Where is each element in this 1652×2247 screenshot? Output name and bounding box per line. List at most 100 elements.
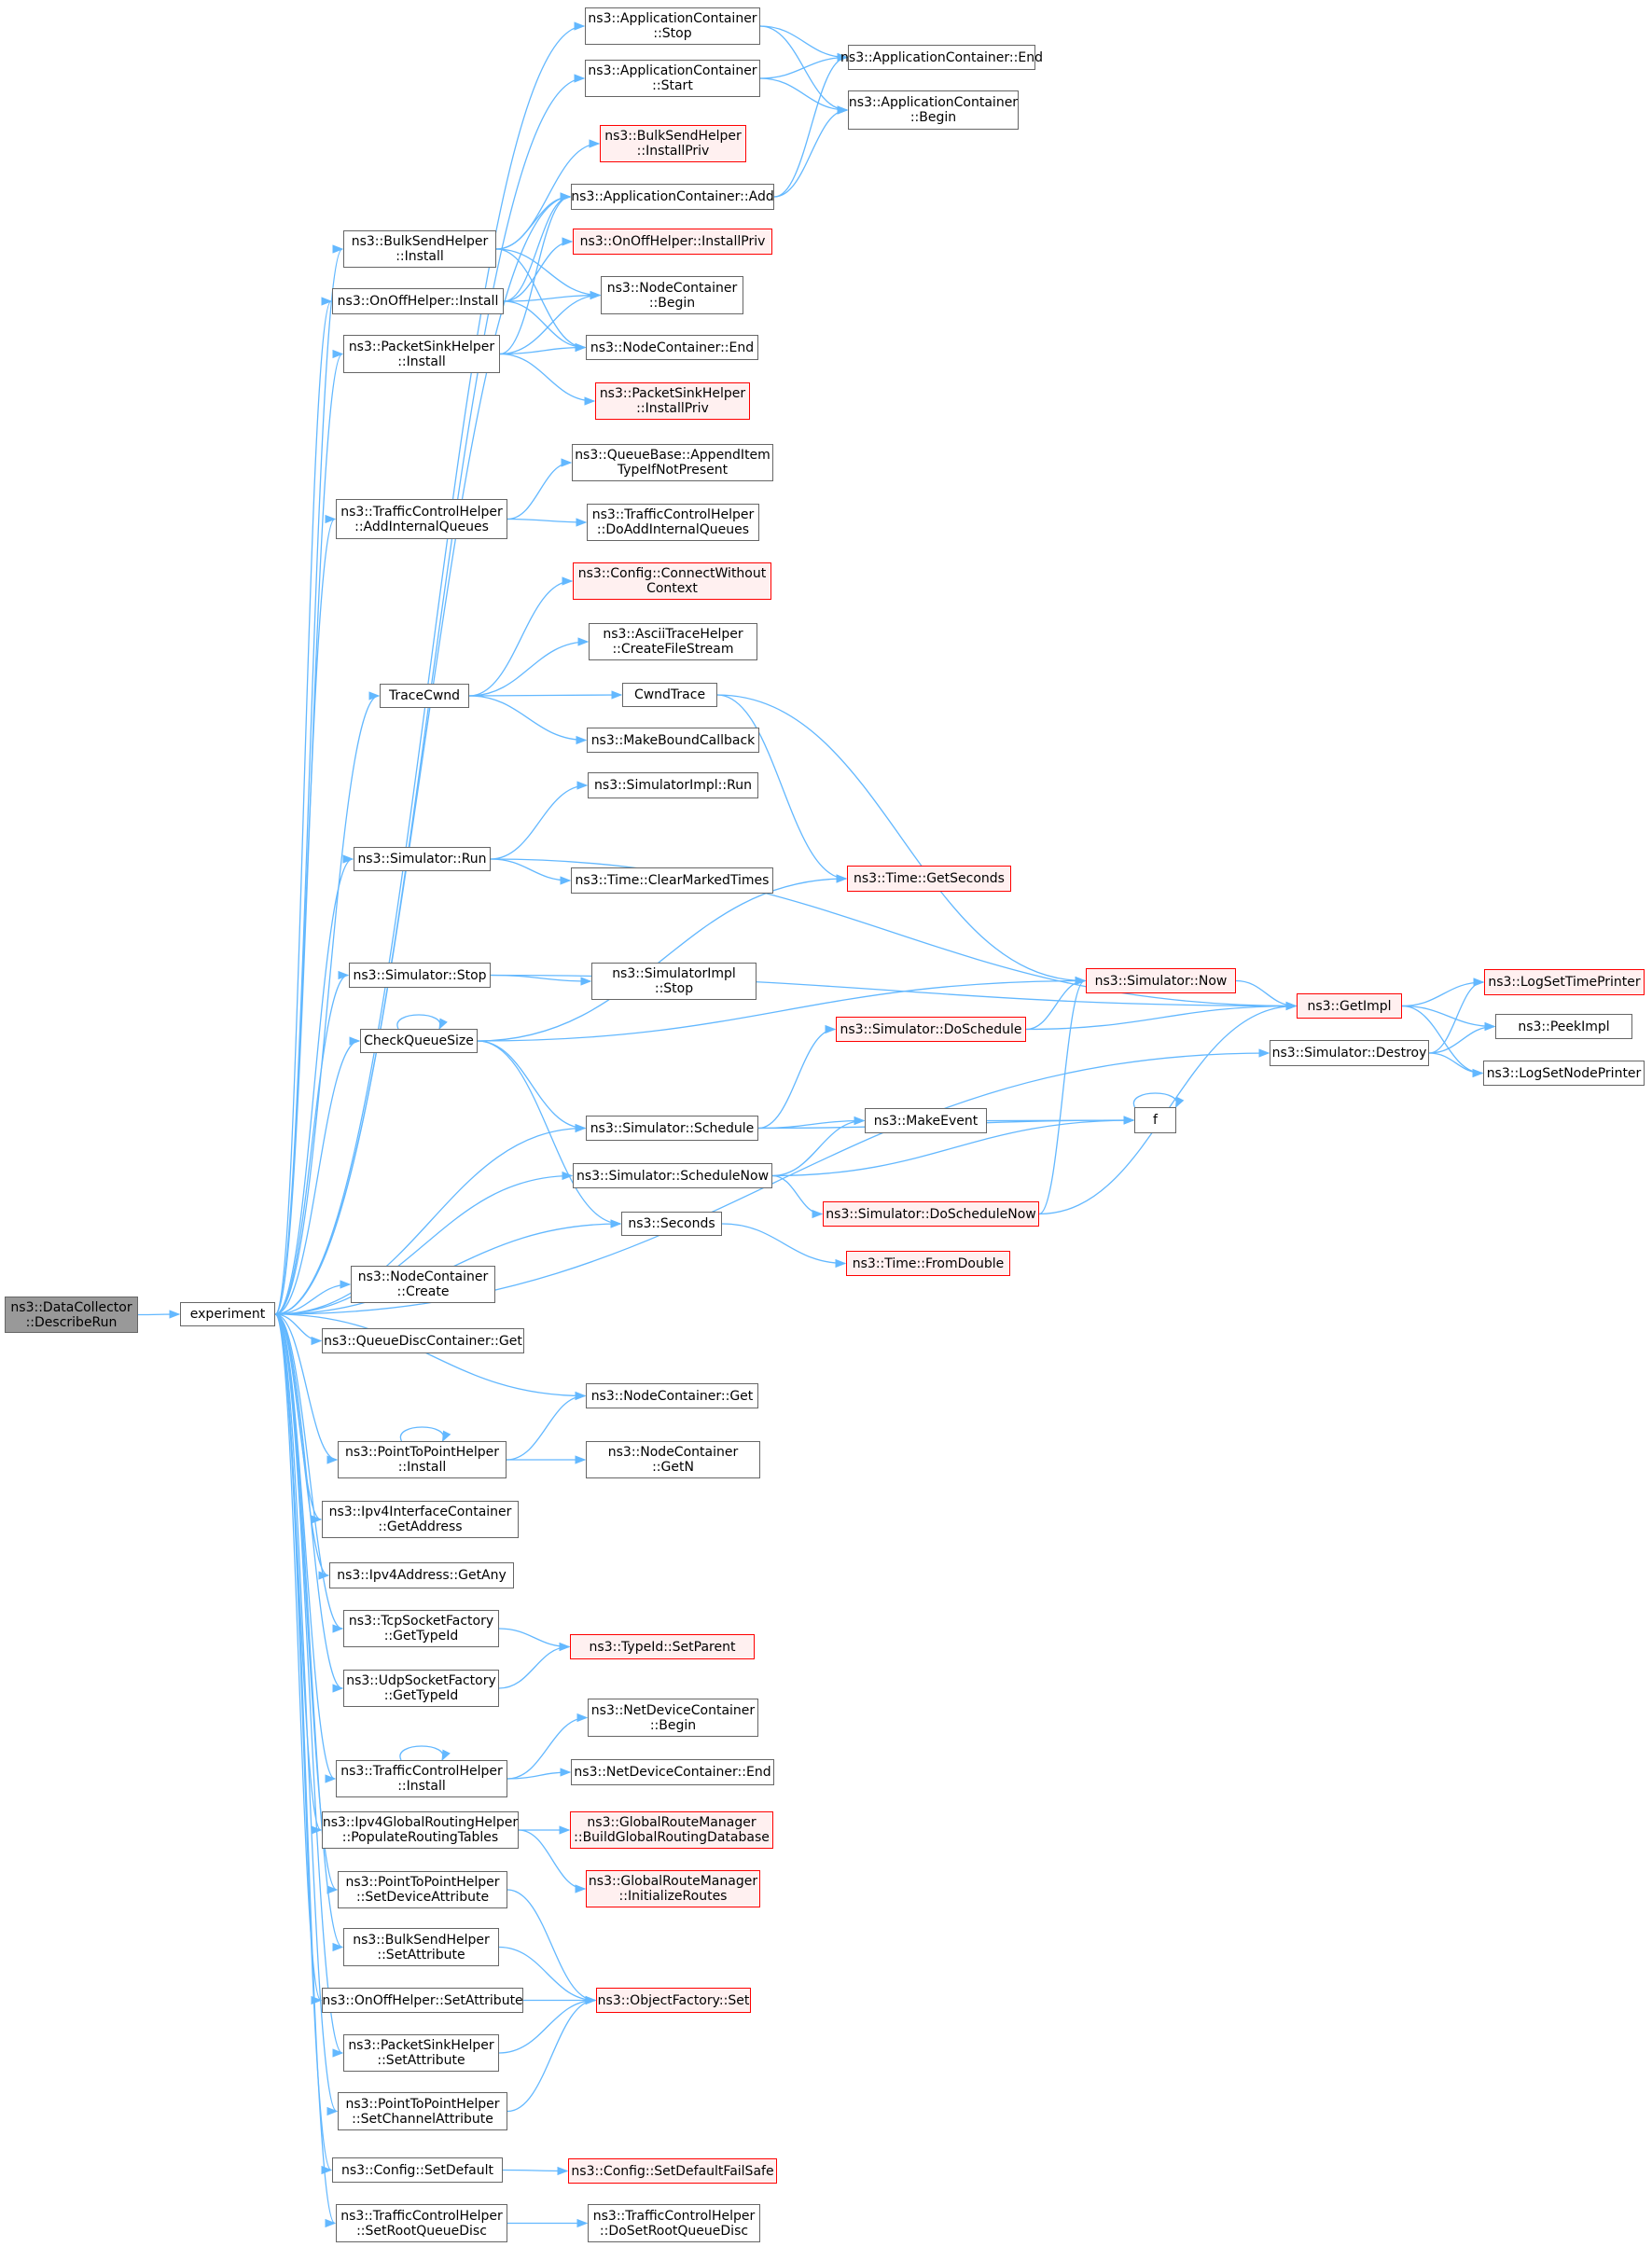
node-tch-setroot[interactable]: ns3::TrafficControlHelper::SetRootQueueD…	[336, 2204, 507, 2242]
node-label-line: ns3::ApplicationContainer::End	[840, 49, 1043, 65]
node-peekimpl[interactable]: ns3::PeekImpl	[1495, 1014, 1632, 1039]
edge-tch-install-to-tch-install	[399, 1745, 451, 1762]
node-ndc-end[interactable]: ns3::NetDeviceContainer::End	[571, 1759, 774, 1785]
node-seconds[interactable]: ns3::Seconds	[621, 1212, 722, 1236]
node-tracecwnd[interactable]: TraceCwnd	[380, 684, 469, 708]
node-tch-install[interactable]: ns3::TrafficControlHelper::Install	[336, 1760, 507, 1797]
node-label-line: ns3::Time::FromDouble	[852, 1255, 1005, 1271]
node-appc-end[interactable]: ns3::ApplicationContainer::End	[840, 45, 1043, 70]
node-logsetnode[interactable]: ns3::LogSetNodePrinter	[1483, 1061, 1645, 1086]
node-makeevent[interactable]: ns3::MakeEvent	[865, 1108, 987, 1133]
node-logsettime[interactable]: ns3::LogSetTimePrinter	[1484, 969, 1645, 995]
node-bulk-install[interactable]: ns3::BulkSendHelper::Install	[343, 230, 496, 268]
edge-tcpsf-gettypeid-to-typeid-setparent	[498, 1628, 571, 1652]
node-nodec-getn[interactable]: ns3::NodeContainer::GetN	[586, 1441, 760, 1478]
node-label-line: ns3::OnOffHelper::SetAttribute	[322, 1992, 523, 2008]
node-time-clearmarked[interactable]: ns3::Time::ClearMarkedTimes	[571, 867, 773, 894]
node-qdc-get[interactable]: ns3::QueueDiscContainer::Get	[322, 1328, 524, 1353]
node-onoff-setattr[interactable]: ns3::OnOffHelper::SetAttribute	[322, 1988, 523, 2013]
edge-tracecwnd-to-ascii-create	[468, 637, 590, 697]
edge-bulk-install-to-nodec-end	[495, 248, 587, 353]
node-label-line: ::Install	[396, 249, 444, 264]
node-label-line: ns3::SimulatorImpl::Run	[594, 778, 752, 793]
node-typeid-setparent[interactable]: ns3::TypeId::SetParent	[570, 1634, 755, 1659]
node-simimpl-run[interactable]: ns3::SimulatorImpl::Run	[588, 772, 758, 798]
node-makebound[interactable]: ns3::MakeBoundCallback	[587, 728, 759, 753]
edge-onoff-install-to-appc-add	[503, 192, 572, 302]
node-checkqueuesize[interactable]: CheckQueueSize	[360, 1029, 478, 1053]
edge-f-to-f	[1132, 1092, 1185, 1109]
node-sim-stop[interactable]: ns3::Simulator::Stop	[349, 963, 491, 988]
edge-udpsf-gettypeid-to-typeid-setparent	[498, 1642, 571, 1689]
node-time-fromdouble[interactable]: ns3::Time::FromDouble	[846, 1251, 1010, 1276]
node-bulk-setattr[interactable]: ns3::BulkSendHelper::SetAttribute	[343, 1928, 499, 1966]
node-onoff-install[interactable]: ns3::OnOffHelper::Install	[332, 288, 504, 314]
node-config-setdefault[interactable]: ns3::Config::SetDefault	[332, 2157, 503, 2183]
edge-onoff-install-to-nodec-begin	[503, 290, 602, 302]
node-cwndtrace[interactable]: CwndTrace	[622, 683, 717, 707]
node-simimpl-stop[interactable]: ns3::SimulatorImpl::Stop	[591, 963, 757, 1000]
node-label-line: ::Stop	[653, 26, 692, 41]
node-sim-doschedulenow[interactable]: ns3::Simulator::DoScheduleNow	[823, 1201, 1039, 1227]
node-sink-install[interactable]: ns3::PacketSinkHelper::Install	[343, 335, 500, 373]
node-ipv4grh-populate[interactable]: ns3::Ipv4GlobalRoutingHelper::PopulateRo…	[322, 1811, 519, 1849]
node-sink-installpriv[interactable]: ns3::PacketSinkHelper::InstallPriv	[595, 382, 750, 420]
node-onoff-installpriv[interactable]: ns3::OnOffHelper::InstallPriv	[573, 229, 772, 255]
node-sim-schedule[interactable]: ns3::Simulator::Schedule	[586, 1116, 758, 1141]
node-bulk-installpriv[interactable]: ns3::BulkSendHelper::InstallPriv	[600, 125, 746, 162]
node-tch-dosetroot[interactable]: ns3::TrafficControlHelper::DoSetRootQueu…	[588, 2204, 760, 2242]
node-tch-doaddinternal[interactable]: ns3::TrafficControlHelper::DoAddInternal…	[587, 504, 759, 541]
node-nodec-end[interactable]: ns3::NodeContainer::End	[586, 335, 758, 360]
node-experiment[interactable]: experiment	[180, 1302, 275, 1326]
node-objfactory-set[interactable]: ns3::ObjectFactory::Set	[596, 1988, 751, 2013]
node-grm-build[interactable]: ns3::GlobalRouteManager::BuildGlobalRout…	[570, 1811, 773, 1849]
node-getimpl[interactable]: ns3::GetImpl	[1297, 993, 1402, 1019]
node-sim-doschedule[interactable]: ns3::Simulator::DoSchedule	[836, 1017, 1026, 1042]
node-label-line: ns3::LogSetTimePrinter	[1488, 975, 1641, 990]
node-tch-addinternal[interactable]: ns3::TrafficControlHelper::AddInternalQu…	[336, 499, 507, 539]
node-sink-setattr[interactable]: ns3::PacketSinkHelper::SetAttribute	[343, 2034, 499, 2072]
node-appc-add[interactable]: ns3::ApplicationContainer::Add	[571, 184, 774, 210]
node-label-line: ::Stop	[654, 981, 694, 996]
edge-sim-schedulenow-to-sim-doschedulenow	[771, 1174, 824, 1219]
node-nodec-get[interactable]: ns3::NodeContainer::Get	[586, 1383, 758, 1408]
node-p2p-setdevattr[interactable]: ns3::PointToPointHelper::SetDeviceAttrib…	[338, 1871, 507, 1908]
node-sim-now[interactable]: ns3::Simulator::Now	[1086, 968, 1236, 993]
node-label-line: ns3::Simulator::Schedule	[590, 1120, 755, 1136]
edge-experiment-to-ipv4addr-getany	[274, 1313, 330, 1580]
edge-checkqueuesize-to-checkqueuesize	[396, 1014, 448, 1031]
node-ascii-create[interactable]: ns3::AsciiTraceHelper::CreateFileStream	[589, 623, 757, 660]
node-grm-init[interactable]: ns3::GlobalRouteManager::InitializeRoute…	[586, 1870, 760, 1907]
node-label-line: ns3::SimulatorImpl	[612, 966, 736, 981]
edge-ipv4grh-populate-to-grm-init	[518, 1829, 587, 1893]
node-ipv4addr-getany[interactable]: ns3::Ipv4Address::GetAny	[329, 1562, 514, 1588]
node-nodec-begin[interactable]: ns3::NodeContainer::Begin	[601, 276, 743, 314]
node-config-setdefaultfs[interactable]: ns3::Config::SetDefaultFailSafe	[568, 2158, 777, 2184]
edge-sim-destroy-to-logsetnode	[1428, 1052, 1484, 1078]
node-time-getseconds[interactable]: ns3::Time::GetSeconds	[847, 866, 1011, 892]
node-p2p-install[interactable]: ns3::PointToPointHelper::Install	[338, 1441, 507, 1478]
node-udpsf-gettypeid[interactable]: ns3::UdpSocketFactory::GetTypeId	[343, 1670, 499, 1707]
node-appc-start[interactable]: ns3::ApplicationContainer::Start	[585, 60, 760, 97]
edge-experiment-to-appc-stop	[274, 21, 586, 1315]
node-label-line: ns3::AsciiTraceHelper	[603, 627, 743, 642]
node-label-line: ns3::ApplicationContainer::Add	[571, 189, 774, 204]
node-label-line: ::DoAddInternalQueues	[596, 522, 750, 537]
node-describe-run[interactable]: ns3::DataCollector::DescribeRun	[5, 1297, 138, 1333]
node-p2p-setchanattr[interactable]: ns3::PointToPointHelper::SetChannelAttri…	[338, 2092, 507, 2130]
node-sim-run[interactable]: ns3::Simulator::Run	[354, 847, 491, 871]
node-label-line: ns3::LogSetNodePrinter	[1486, 1065, 1642, 1081]
node-label-line: ::BuildGlobalRoutingDatabase	[574, 1830, 770, 1845]
node-sim-destroy[interactable]: ns3::Simulator::Destroy	[1270, 1040, 1429, 1066]
node-sim-schedulenow[interactable]: ns3::Simulator::ScheduleNow	[573, 1163, 772, 1188]
node-label-line: ::InitializeRoutes	[618, 1889, 728, 1904]
node-f[interactable]: f	[1134, 1107, 1176, 1133]
node-tcpsf-gettypeid[interactable]: ns3::TcpSocketFactory::GetTypeId	[343, 1610, 499, 1647]
node-nodec-create[interactable]: ns3::NodeContainer::Create	[351, 1266, 495, 1303]
node-appc-begin[interactable]: ns3::ApplicationContainer::Begin	[848, 90, 1019, 130]
node-ndc-begin[interactable]: ns3::NetDeviceContainer::Begin	[588, 1699, 758, 1737]
node-ipv4ic-getaddress[interactable]: ns3::Ipv4InterfaceContainer::GetAddress	[322, 1501, 519, 1538]
node-appc-stop[interactable]: ns3::ApplicationContainer::Stop	[585, 7, 760, 45]
